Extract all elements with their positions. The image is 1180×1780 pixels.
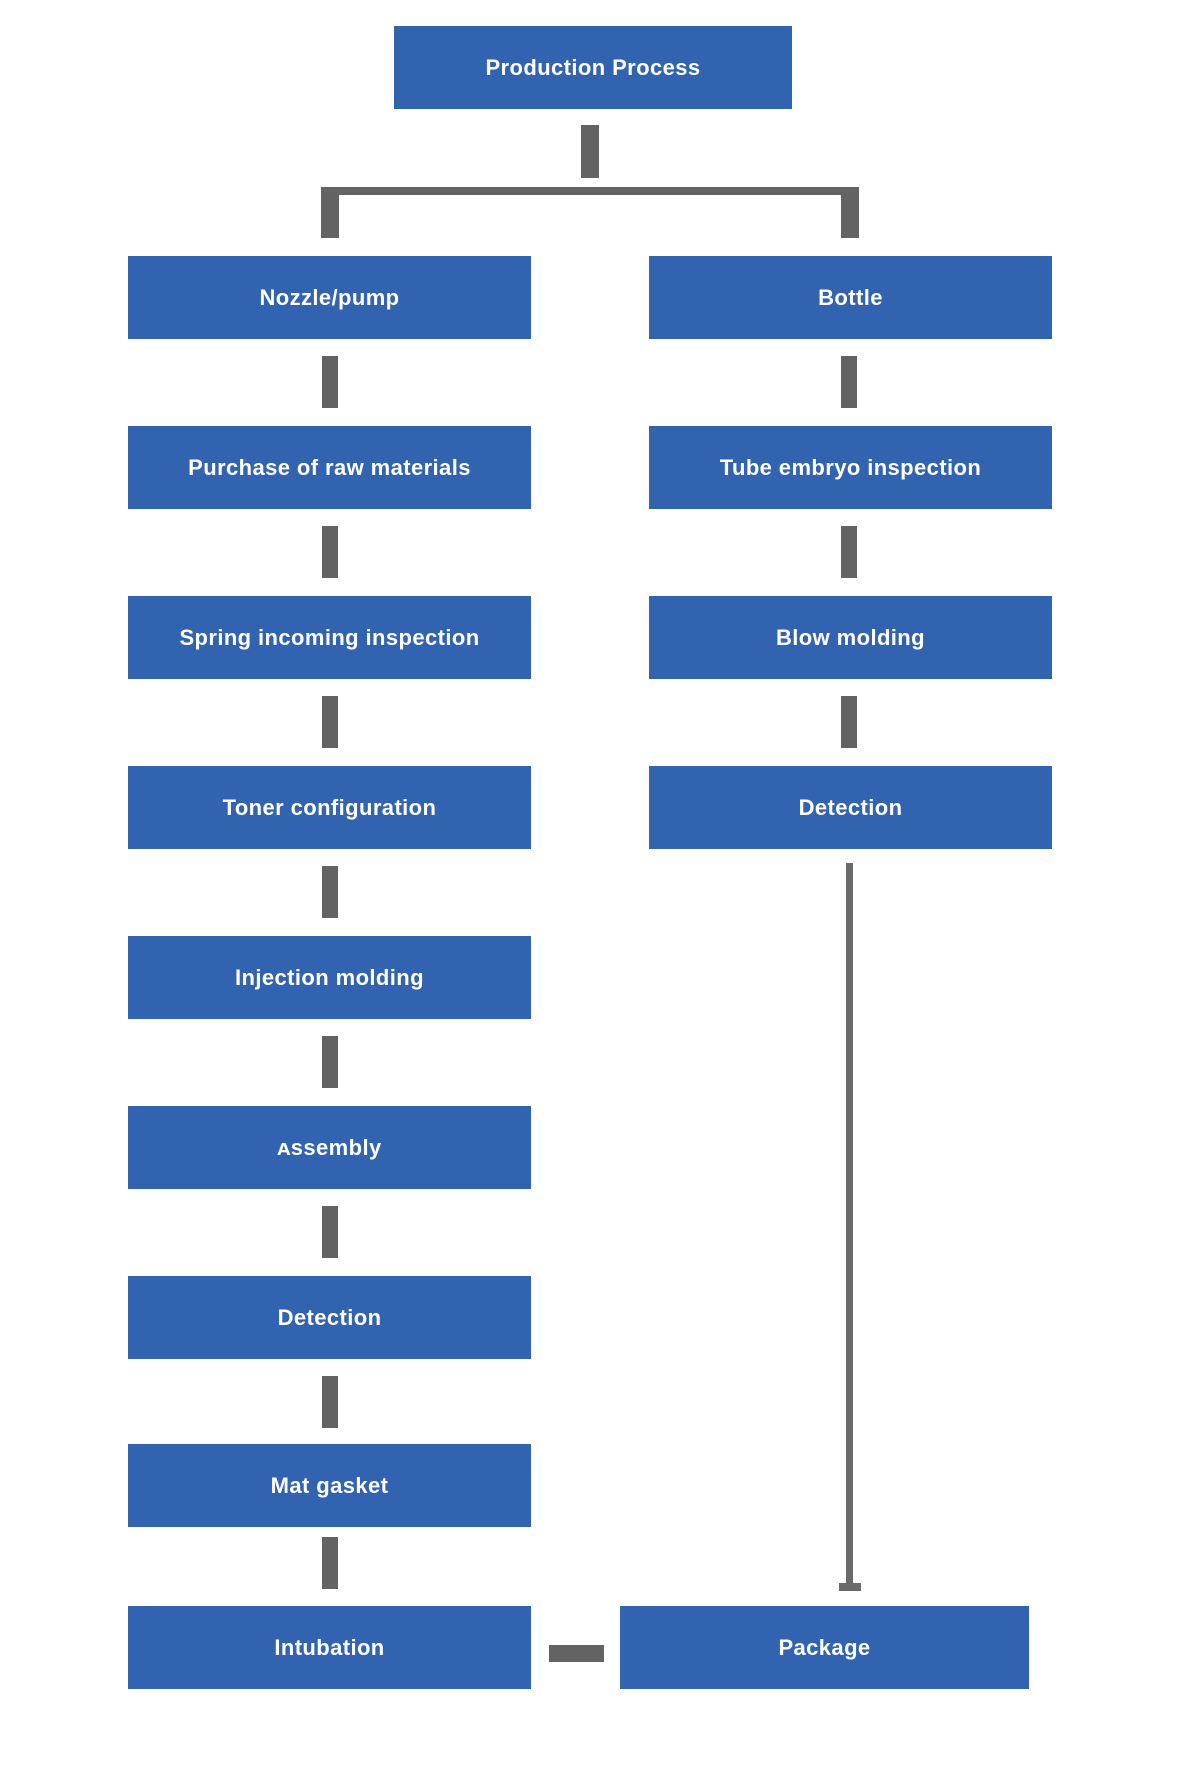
edge-left-6	[322, 1206, 338, 1258]
flow-node-production-process: Production Process	[394, 26, 792, 109]
edge-left-4	[322, 866, 338, 918]
flow-node-intubation: Intubation	[128, 1606, 531, 1689]
edge-right-3	[841, 696, 857, 748]
edge-right-1	[841, 356, 857, 408]
flow-node-detection-right: Detection	[649, 766, 1052, 849]
flow-node-blow-molding: Blow molding	[649, 596, 1052, 679]
flow-node-purchase-raw-materials: Purchase of raw materials	[128, 426, 531, 509]
flow-node-detection-left: Detection	[128, 1276, 531, 1359]
flow-node-injection-molding: Injection molding	[128, 936, 531, 1019]
edge-left-2	[322, 526, 338, 578]
edge-title-to-split	[581, 125, 599, 178]
flow-node-package: Package	[620, 1606, 1029, 1689]
edge-detection-to-package-end-cap	[839, 1583, 861, 1591]
flow-node-spring-incoming-inspection: Spring incoming inspection	[128, 596, 531, 679]
split-leg-right	[841, 187, 859, 238]
edge-left-1	[322, 356, 338, 408]
flow-node-toner-configuration: Toner configuration	[128, 766, 531, 849]
edge-left-5	[322, 1036, 338, 1088]
edge-left-3	[322, 696, 338, 748]
split-bar	[321, 187, 859, 195]
edge-detection-to-package-line	[846, 863, 853, 1583]
edge-intubation-to-package-dash	[549, 1645, 604, 1662]
edge-left-7	[322, 1376, 338, 1428]
edge-left-8	[322, 1537, 338, 1589]
flow-node-assembly: ᴀssembly	[128, 1106, 531, 1189]
flow-node-tube-embryo-inspection: Tube embryo inspection	[649, 426, 1052, 509]
flow-node-bottle: Bottle	[649, 256, 1052, 339]
split-leg-left	[321, 187, 339, 238]
flow-node-mat-gasket: Mat gasket	[128, 1444, 531, 1527]
flow-node-nozzle-pump: Nozzle/pump	[128, 256, 531, 339]
edge-right-2	[841, 526, 857, 578]
